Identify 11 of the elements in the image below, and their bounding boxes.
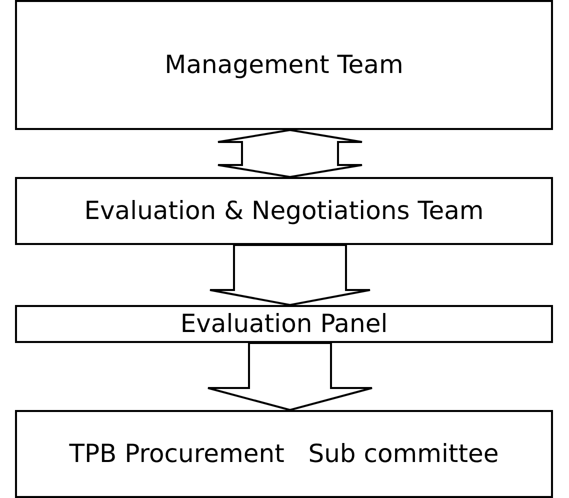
block-arrow	[207, 342, 373, 412]
box-label: Management Team	[164, 50, 404, 80]
process-box	[15, 410, 553, 498]
process-box	[15, 177, 553, 245]
process-box	[15, 305, 553, 343]
block-arrow	[217, 128, 363, 178]
box-label: Evaluation Panel	[180, 310, 388, 338]
block-arrow	[209, 244, 371, 306]
box-label: TPB Procurement Sub committee	[69, 440, 499, 468]
process-box	[15, 0, 553, 130]
box-label: Evaluation & Negotiations Team	[84, 196, 484, 226]
